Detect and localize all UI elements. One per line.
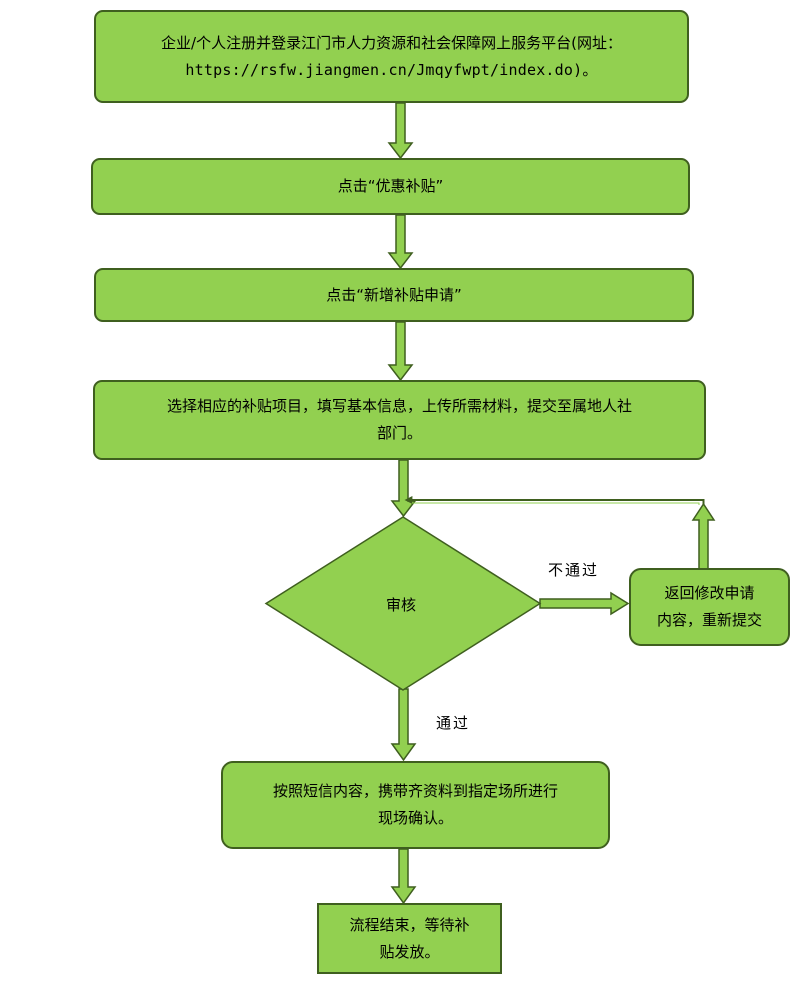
select-project-line2: 部门。: [376, 424, 422, 442]
arrow-subsidy-to-new: [387, 214, 414, 270]
arrow-return-up: [691, 502, 716, 571]
arrow-select-to-review: [390, 459, 417, 518]
return-modify-line2: 内容，重新提交: [656, 611, 762, 629]
end-line2: 贴发放。: [379, 942, 440, 961]
arrow-register-to-subsidy: [387, 102, 414, 160]
onsite-confirm-line1: 按照短信内容，携带齐资料到指定场所进行: [272, 782, 558, 800]
return-modify-step: 返回修改申请 内容，重新提交: [629, 568, 790, 646]
loop-back-line-inner: [412, 502, 700, 505]
click-subsidy-label: 点击“优惠补贴”: [337, 177, 444, 195]
end-line1: 流程结束，等待补: [349, 915, 470, 934]
select-project-line1: 选择相应的补贴项目，填写基本信息，上传所需材料，提交至属地人社: [166, 397, 632, 415]
onsite-confirm-step: 按照短信内容，携带齐资料到指定场所进行 现场确认。: [221, 761, 610, 849]
return-modify-line1: 返回修改申请: [664, 584, 755, 602]
passed-label: 通过: [436, 714, 471, 732]
register-step-line1: 企业/个人注册并登录江门市人力资源和社会保障网上服务平台(网址：: [161, 33, 622, 52]
loop-back-line: [404, 496, 705, 505]
arrow-group: [387, 102, 716, 905]
end-step: 流程结束，等待补 贴发放。: [317, 903, 502, 974]
review-label: 审核: [386, 596, 417, 614]
select-project-step: 选择相应的补贴项目，填写基本信息，上传所需材料，提交至属地人社 部门。: [93, 380, 706, 460]
click-new-application-label: 点击“新增补贴申请”: [326, 285, 462, 304]
arrow-review-to-confirm: [390, 688, 417, 762]
click-subsidy-step: 点击“优惠补贴”: [91, 158, 690, 215]
register-step-url: https://rsfw.jiangmen.cn/Jmqyfwpt/index.…: [185, 60, 598, 79]
onsite-confirm-line2: 现场确认。: [377, 809, 453, 827]
not-passed-label: 不通过: [548, 561, 600, 579]
arrow-new-to-select: [387, 321, 414, 382]
register-step: 企业/个人注册并登录江门市人力资源和社会保障网上服务平台(网址： https:/…: [94, 10, 689, 103]
click-new-application-step: 点击“新增补贴申请”: [94, 268, 694, 322]
arrow-review-to-return: [539, 591, 630, 616]
arrow-confirm-to-end: [390, 848, 417, 905]
review-diamond: [264, 516, 542, 691]
